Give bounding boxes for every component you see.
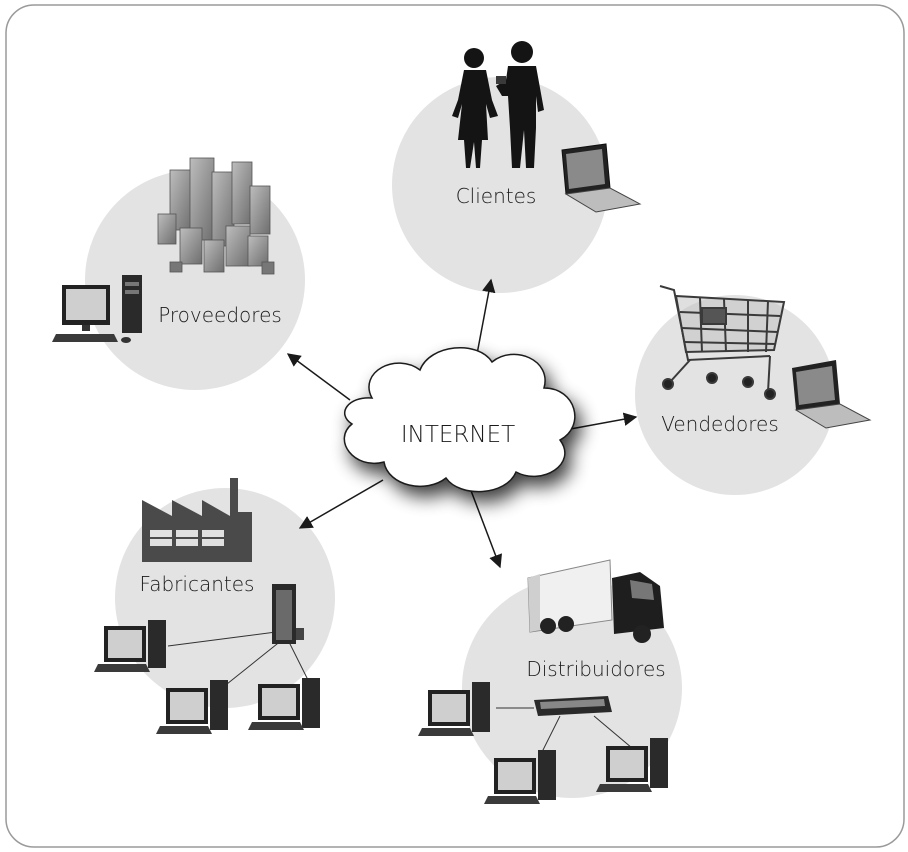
internet-label: INTERNET xyxy=(401,422,515,448)
arrow-to-distribuidores xyxy=(469,487,502,569)
fabricantes-label: Fabricantes xyxy=(140,572,255,596)
laptop-icon xyxy=(792,360,872,429)
arrows xyxy=(286,278,638,569)
vendedores-label: Vendedores xyxy=(661,412,779,436)
desktop-computer-icon xyxy=(248,678,320,730)
network-lines xyxy=(496,707,633,757)
factory-icon xyxy=(142,478,252,562)
desktop-computer-icon xyxy=(94,620,166,672)
circle-distribuidores xyxy=(462,578,682,798)
circle-clientes xyxy=(392,77,608,293)
arrow-to-proveedores xyxy=(286,353,351,401)
proveedores-label: Proveedores xyxy=(158,303,282,327)
desktop-computer-icon xyxy=(156,680,228,734)
boxes-stack-icon xyxy=(157,157,275,275)
desktop-computer-icon xyxy=(484,750,556,804)
desktop-computer-icon xyxy=(418,682,490,736)
desktop-computer-icon xyxy=(52,275,142,343)
server-tower-icon xyxy=(272,584,304,644)
desktop-computer-icon xyxy=(596,738,668,792)
clientes-label: Clientes xyxy=(456,184,537,208)
arrow-to-fabricantes xyxy=(298,479,384,529)
network-switch-icon xyxy=(534,696,612,716)
shopping-cart-icon xyxy=(659,285,786,400)
network-lines xyxy=(167,631,311,689)
internet-cloud xyxy=(343,346,576,493)
laptop-icon xyxy=(561,143,642,213)
truck-icon xyxy=(527,559,664,643)
arrow-to-vendedores xyxy=(564,412,638,431)
distribuidores-label: Distribuidores xyxy=(526,657,665,681)
people-silhouette-icon xyxy=(452,41,544,168)
